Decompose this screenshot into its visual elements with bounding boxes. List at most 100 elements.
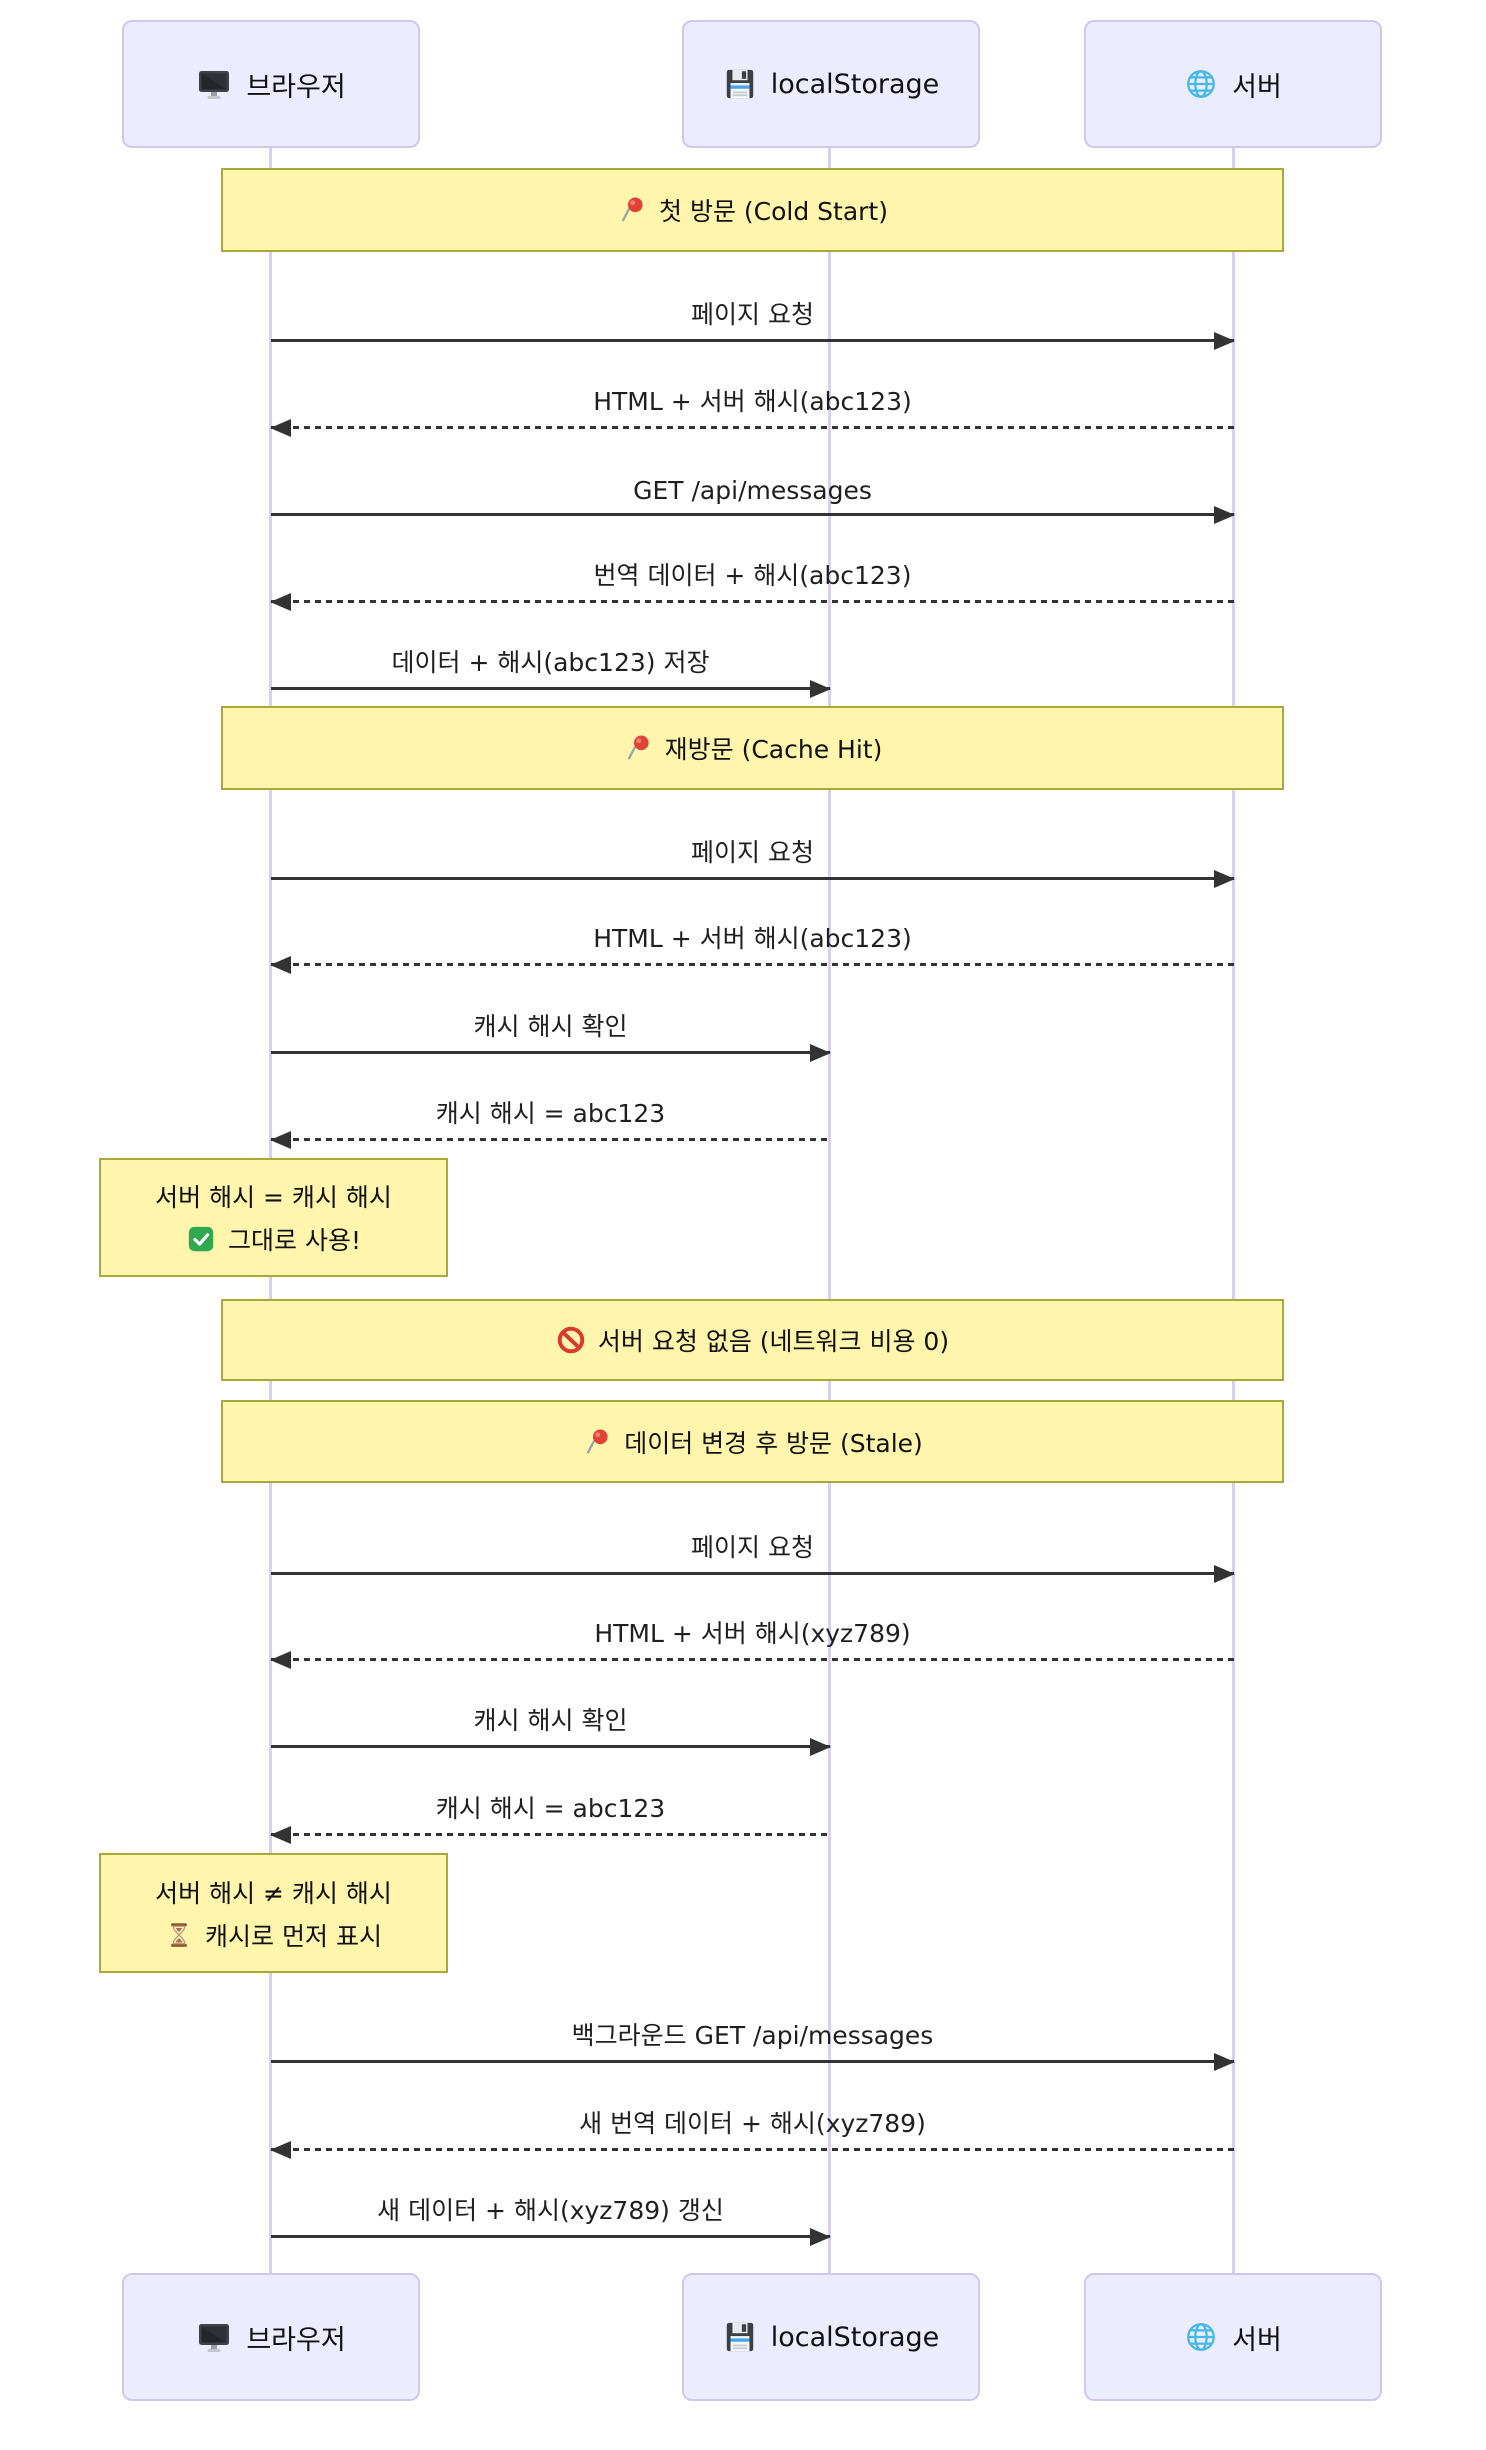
message-translation-data-abc123: 번역 데이터 + 해시(abc123) [270,559,1234,611]
arrow-line [271,1658,1234,1661]
actor-label: localStorage [770,2321,940,2353]
message-cache-hash-abc123-1: 캐시 해시 = abc123 [270,1097,830,1149]
actor-label: 브라우저 [246,71,346,103]
actor-localstorage-bottom: localStorage [682,2273,980,2401]
arrowhead [270,1651,291,1669]
message-update-data-xyz789: 새 데이터 + 해시(xyz789) 갱신 [271,2194,831,2246]
arrowhead [1214,1565,1235,1583]
pushpin-icon [617,195,647,225]
arrowhead [270,2141,291,2159]
message-save-data-abc123: 데이터 + 해시(abc123) 저장 [271,646,831,698]
pushpin-icon [582,1427,612,1457]
actor-label: 브라우저 [246,2324,346,2356]
note-cold-start: 첫 방문 (Cold Start) [221,168,1284,252]
note-no-server-request: 서버 요청 없음 (네트워크 비용 0) [221,1299,1284,1381]
note-text: 데이터 변경 후 방문 (Stale) [624,1428,923,1458]
message-cache-hash-abc123-2: 캐시 해시 = abc123 [270,1792,830,1844]
actor-label: 서버 [1232,71,1282,103]
arrowhead [810,1044,831,1062]
message-check-cache-hash-1: 캐시 해시 확인 [271,1010,831,1062]
note-text: 캐시로 먼저 표시 [205,1921,382,1951]
actor-server-bottom: 서버 [1084,2273,1382,2401]
message-html-hash-abc123-1: HTML + 서버 해시(abc123) [270,385,1234,437]
arrow-line [271,2060,1234,2063]
arrow-line [271,1138,830,1141]
message-label: 백그라운드 GET /api/messages [571,2021,934,2050]
hourglass-icon [165,1921,193,1949]
monitor-icon [196,66,232,102]
arrowhead [270,956,291,974]
message-background-get: 백그라운드 GET /api/messages [271,2019,1235,2071]
note-cache-hit: 재방문 (Cache Hit) [221,706,1284,790]
actor-browser-bottom: 브라우저 [122,2273,420,2401]
arrowhead [810,680,831,698]
monitor-icon [196,2319,232,2355]
arrowhead [270,1131,291,1149]
message-html-hash-abc123-2: HTML + 서버 해시(abc123) [270,922,1234,974]
note-text: 그대로 사용! [228,1226,361,1255]
note-text: 재방문 (Cache Hit) [664,735,883,764]
globe-icon [1184,67,1218,101]
note-stale-visit: 데이터 변경 후 방문 (Stale) [221,1400,1284,1483]
message-label: 페이지 요청 [691,300,814,329]
arrow-line [271,513,1234,516]
actor-label: 서버 [1232,2324,1282,2356]
arrowhead [1214,506,1235,524]
note-text: 서버 해시 = 캐시 해시 [155,1183,392,1212]
note-hash-equal: 서버 해시 = 캐시 해시 그대로 사용! [99,1158,448,1277]
lifeline-server [1232,148,1235,2273]
message-label: GET /api/messages [633,476,872,505]
actor-label: localStorage [770,68,940,100]
no-entry-icon [556,1325,586,1355]
floppy-disk-icon [723,2320,757,2354]
message-label: 번역 데이터 + 해시(abc123) [593,561,912,590]
arrowhead [1214,2053,1235,2071]
note-hash-not-equal: 서버 해시 ≠ 캐시 해시 캐시로 먼저 표시 [99,1853,448,1973]
message-page-request-2: 페이지 요청 [271,836,1235,888]
message-label: 페이지 요청 [691,1533,814,1562]
lifeline-localstorage [828,148,831,2273]
message-label: 페이지 요청 [691,838,814,867]
arrow-line [271,1051,830,1054]
message-label: HTML + 서버 해시(abc123) [593,924,912,953]
arrowhead [1214,870,1235,888]
arrow-line [271,1745,830,1748]
arrowhead [810,2228,831,2246]
note-text: 서버 요청 없음 (네트워크 비용 0) [597,1327,950,1356]
arrow-line [271,600,1234,603]
message-label: 새 데이터 + 해시(xyz789) 갱신 [377,2196,724,2225]
message-check-cache-hash-2: 캐시 해시 확인 [271,1704,831,1756]
arrowhead [810,1738,831,1756]
check-icon [186,1224,216,1254]
message-new-translation-xyz789: 새 번역 데이터 + 해시(xyz789) [270,2107,1234,2159]
message-label: 캐시 해시 = abc123 [435,1794,666,1823]
message-label: 데이터 + 해시(abc123) 저장 [391,648,710,677]
floppy-disk-icon [723,67,757,101]
note-text: 서버 해시 ≠ 캐시 해시 [155,1878,392,1908]
actor-localstorage-top: localStorage [682,20,980,148]
globe-icon [1184,2320,1218,2354]
message-label: 새 번역 데이터 + 해시(xyz789) [579,2109,926,2138]
message-html-hash-xyz789: HTML + 서버 해시(xyz789) [270,1617,1234,1669]
message-page-request-3: 페이지 요청 [271,1531,1235,1583]
arrow-line [271,339,1234,342]
pushpin-icon [623,733,653,763]
message-label: HTML + 서버 해시(abc123) [593,387,912,416]
actor-browser-top: 브라우저 [122,20,420,148]
message-get-api-messages: GET /api/messages [271,472,1235,524]
arrow-line [271,963,1234,966]
message-label: HTML + 서버 해시(xyz789) [594,1619,911,1648]
message-page-request-1: 페이지 요청 [271,298,1235,350]
arrow-line [271,1833,830,1836]
arrow-line [271,426,1234,429]
message-label: 캐시 해시 확인 [473,1706,628,1735]
arrow-line [271,877,1234,880]
arrow-line [271,687,830,690]
arrow-line [271,1572,1234,1575]
arrowhead [270,593,291,611]
arrow-line [271,2148,1234,2151]
actor-server-top: 서버 [1084,20,1382,148]
message-label: 캐시 해시 = abc123 [435,1099,666,1128]
arrowhead [1214,332,1235,350]
